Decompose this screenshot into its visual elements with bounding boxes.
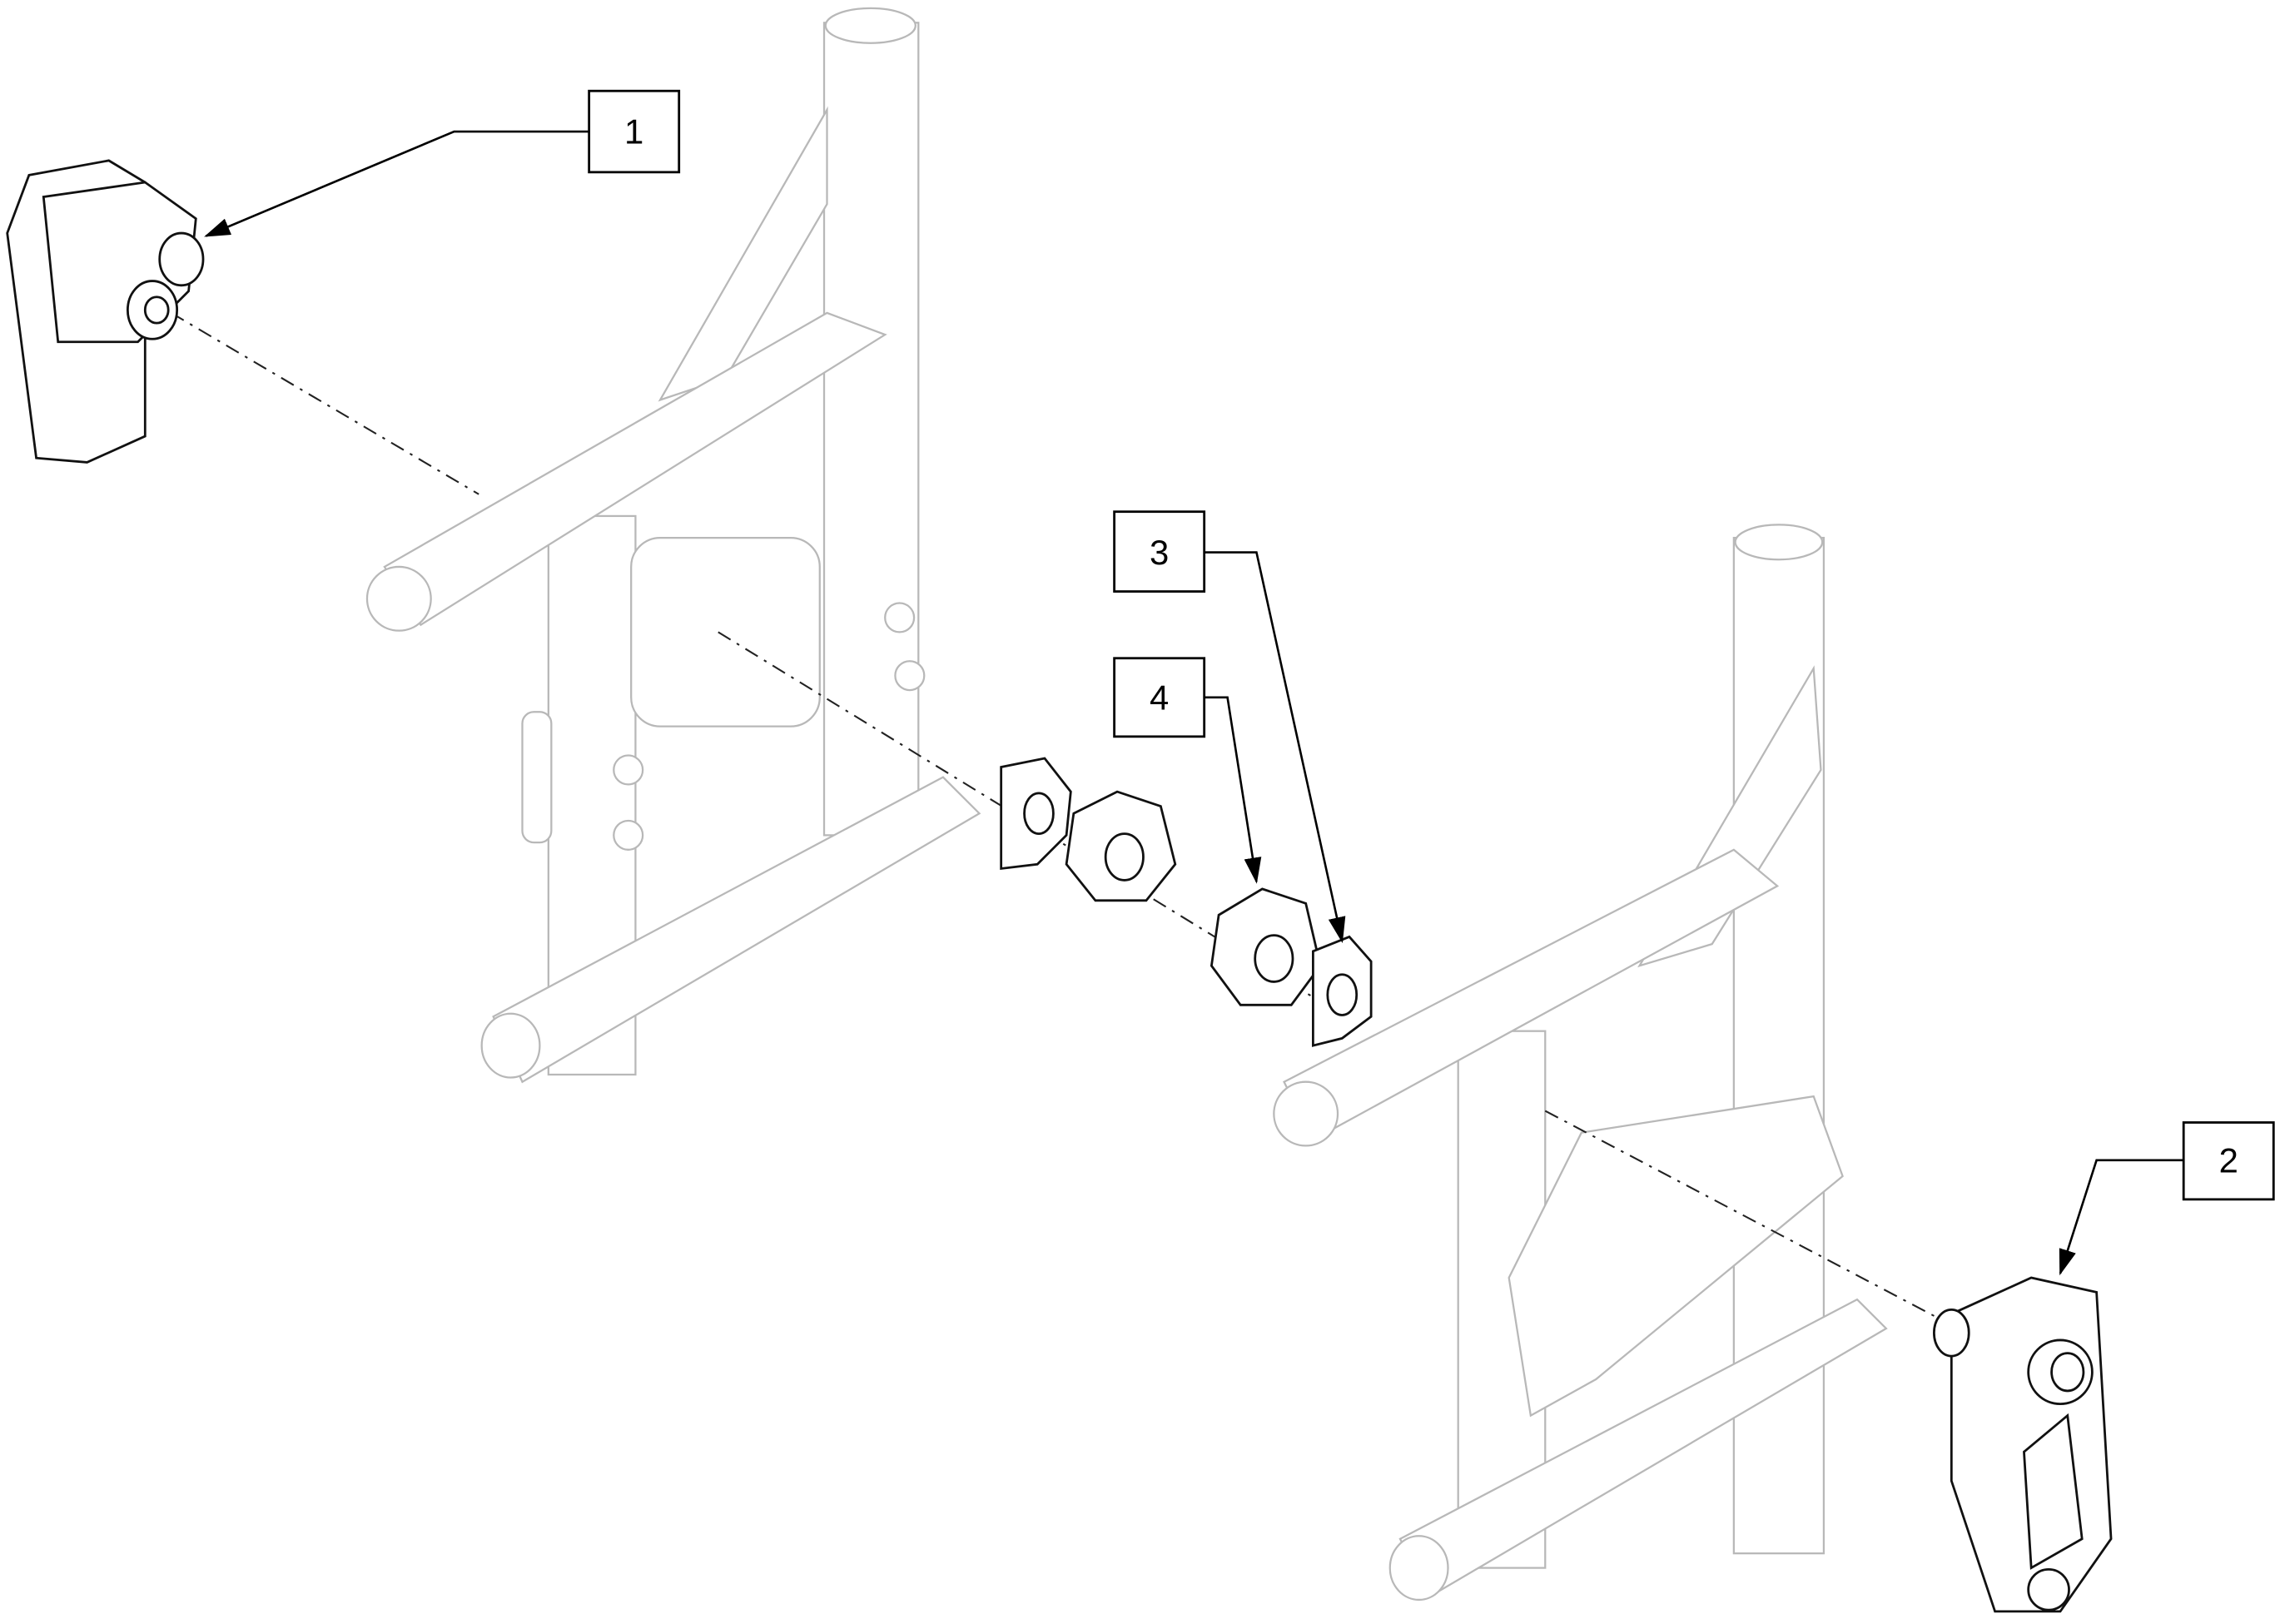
callout-2-label: 2 [2219,1140,2238,1180]
callout-1: 1 [588,89,681,174]
part-4-nut-left [1065,790,1177,902]
left-side-frame [365,7,981,1084]
part-3-washer-left [1000,757,1072,871]
part-3-washer-right [1312,935,1373,1047]
callout-4-label: 4 [1150,678,1169,717]
part-2-lock-assembly [1933,1276,2113,1613]
right-side-frame [1273,524,1888,1602]
callout-2-leader [2059,1159,2184,1276]
callout-4-leader [1204,696,1262,884]
callout-2: 2 [2182,1121,2275,1201]
callout-3-leader [1204,551,1346,944]
part-1-lock-assembly [6,159,205,464]
callout-3-label: 3 [1150,533,1169,572]
callout-3: 3 [1113,510,1206,593]
part-4-nut-right [1210,887,1322,1006]
callout-4: 4 [1113,657,1206,738]
callout-1-label: 1 [624,112,643,151]
callout-1-leader [204,130,589,237]
